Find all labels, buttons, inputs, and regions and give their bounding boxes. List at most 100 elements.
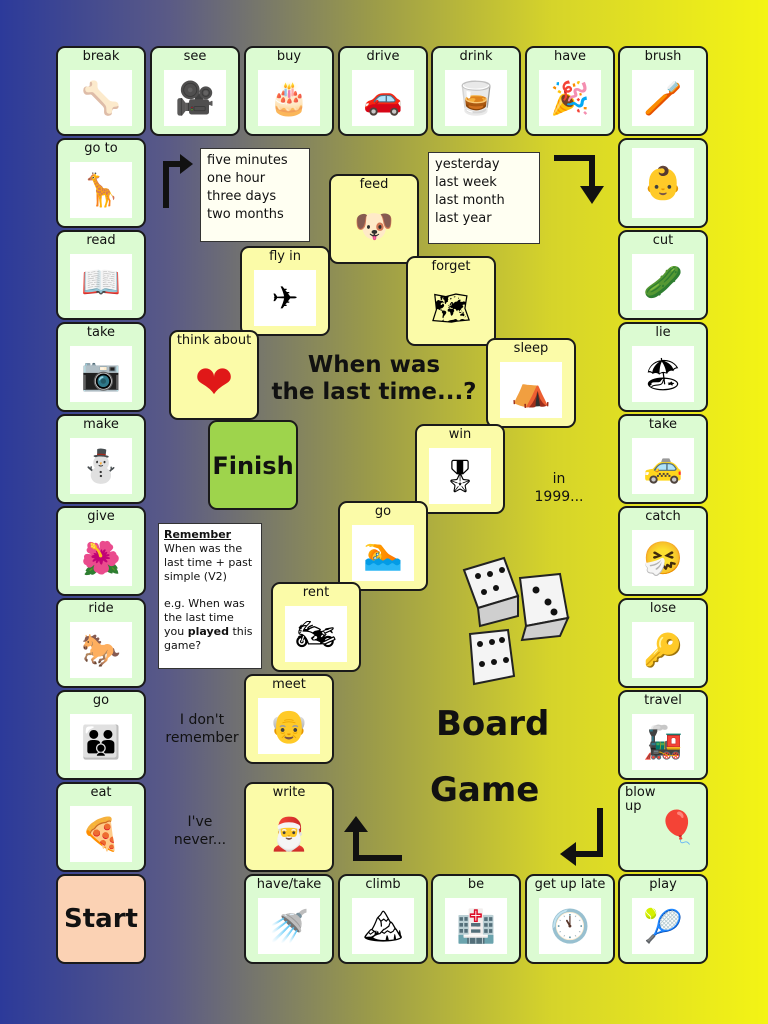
square-climb: climb 🏔 [338, 874, 428, 964]
square-label: go [374, 504, 392, 519]
square-label: eat [90, 785, 112, 800]
ive-never-text: I've never... [173, 814, 227, 848]
time-phrase: one hour [207, 171, 266, 186]
horse-icon: 🐎 [70, 622, 132, 678]
dice-icon [462, 556, 570, 686]
square-label: write [272, 785, 306, 800]
square-fly-in: fly in ✈ [240, 246, 330, 336]
tent-icon: ⛺ [500, 362, 562, 418]
square-label: go to [84, 141, 118, 156]
keys-icon: 🔑 [632, 622, 694, 678]
arrow-left-up-icon [344, 816, 402, 861]
time-phrase: last week [435, 175, 497, 190]
square-label: fly in [269, 249, 301, 264]
time-phrase: three days [207, 189, 277, 204]
sick-person-icon: 🤧 [632, 530, 694, 586]
pizza-icon: 🍕 [70, 806, 132, 862]
square-meet: meet 👴 [244, 674, 334, 764]
square-label: read [86, 233, 116, 248]
dog-icon: 🐶 [354, 207, 394, 245]
square-drink: drink 🥃 [431, 46, 521, 136]
square-brush: brush 🪥 [618, 46, 708, 136]
mountain-icon: 🏔 [352, 898, 414, 954]
square-get-up-late: get up late 🕚 [525, 874, 615, 964]
square-label: have [554, 49, 586, 64]
square-feed: feed 🐶 [329, 174, 419, 264]
square-label: lose [649, 601, 677, 616]
square-label: drive [366, 49, 400, 64]
square-label: get up late [534, 877, 606, 892]
square-see: see 🎥 [150, 46, 240, 136]
example-bold: played [187, 625, 229, 638]
square-label: forget [431, 259, 471, 274]
square-have: have 🎉 [525, 46, 615, 136]
square-go-swim: go 🏊 [338, 501, 428, 591]
swimming-icon: 🏊 [352, 525, 414, 581]
remember-heading: Remember [164, 528, 232, 541]
beach-family-icon: 👪 [70, 714, 132, 770]
crying-baby-icon: 👶 [632, 148, 694, 218]
square-label: blow up [625, 785, 656, 814]
square-label: win [448, 427, 472, 442]
map-icon: 🗺 [430, 289, 472, 327]
heart-icon: ❤ [194, 355, 234, 409]
motorbike-icon: 🏍 [285, 606, 347, 662]
square-label: think about [176, 333, 252, 348]
square-label: rent [302, 585, 330, 600]
glass-icon: 🥃 [445, 70, 507, 126]
square-label: have/take [256, 877, 322, 892]
arrow-up-right-icon [163, 154, 193, 208]
square-label: catch [645, 509, 681, 524]
time-phrase: last month [435, 193, 505, 208]
square-label: be [467, 877, 485, 892]
arrow-down-left-icon [560, 808, 603, 866]
finish-label: Finish [212, 452, 294, 480]
square-give: give 🌺 [56, 506, 146, 596]
square-label: travel [644, 693, 682, 708]
square-crying-baby: 👶 [618, 138, 708, 228]
example-text: e.g. When was the last time you [164, 597, 245, 638]
square-label: meet [272, 677, 306, 692]
square-label: play [649, 877, 677, 892]
square-lie: lie 🏖 [618, 322, 708, 412]
square-have-take: have/take 🚿 [244, 874, 334, 964]
square-label: sleep [513, 341, 549, 356]
book-icon: 📖 [70, 254, 132, 310]
square-be: be 🏥 [431, 874, 521, 964]
shower-icon: 🚿 [258, 898, 320, 954]
square-label: climb [365, 877, 401, 892]
taxi-icon: 🚕 [632, 438, 694, 494]
example-text: this game? [164, 625, 253, 652]
time-phrase: last year [435, 211, 492, 226]
dont-remember-text: I don't remember [165, 712, 239, 746]
square-label: take [648, 417, 678, 432]
game-title: When was the last time...? [264, 352, 484, 406]
airplane-icon: ✈ [254, 270, 316, 326]
board-label: Board [436, 704, 550, 744]
remember-example: e.g. When was the last time you played t… [164, 597, 256, 653]
toothbrush-icon: 🪥 [632, 70, 694, 126]
square-win: win 🎖 [415, 424, 505, 514]
square-buy: buy 🎂 [244, 46, 334, 136]
balloon-icon: 🎈 [657, 808, 697, 846]
finish-square: Finish [208, 420, 298, 510]
birthday-cake-icon: 🎂 [258, 70, 320, 126]
hospital-icon: 🏥 [445, 898, 507, 954]
old-couple-icon: 👴 [258, 698, 320, 754]
square-go-to: go to 🦒 [56, 138, 146, 228]
square-sleep: sleep ⛺ [486, 338, 576, 428]
bone-icon: 🦴 [70, 70, 132, 126]
square-label: feed [359, 177, 389, 192]
film-camera-icon: 🎥 [164, 70, 226, 126]
square-catch: catch 🤧 [618, 506, 708, 596]
square-label: make [83, 417, 119, 432]
square-label: ride [88, 601, 114, 616]
train-icon: 🚂 [632, 714, 694, 770]
time-box-right: yesterday last week last month last year [428, 152, 540, 244]
square-take-taxi: take 🚕 [618, 414, 708, 504]
square-label: go [92, 693, 110, 708]
square-write: write 🎅 [244, 782, 334, 872]
square-make: make ⛄ [56, 414, 146, 504]
square-think-about: think about ❤ [169, 330, 259, 420]
start-square: Start [56, 874, 146, 964]
